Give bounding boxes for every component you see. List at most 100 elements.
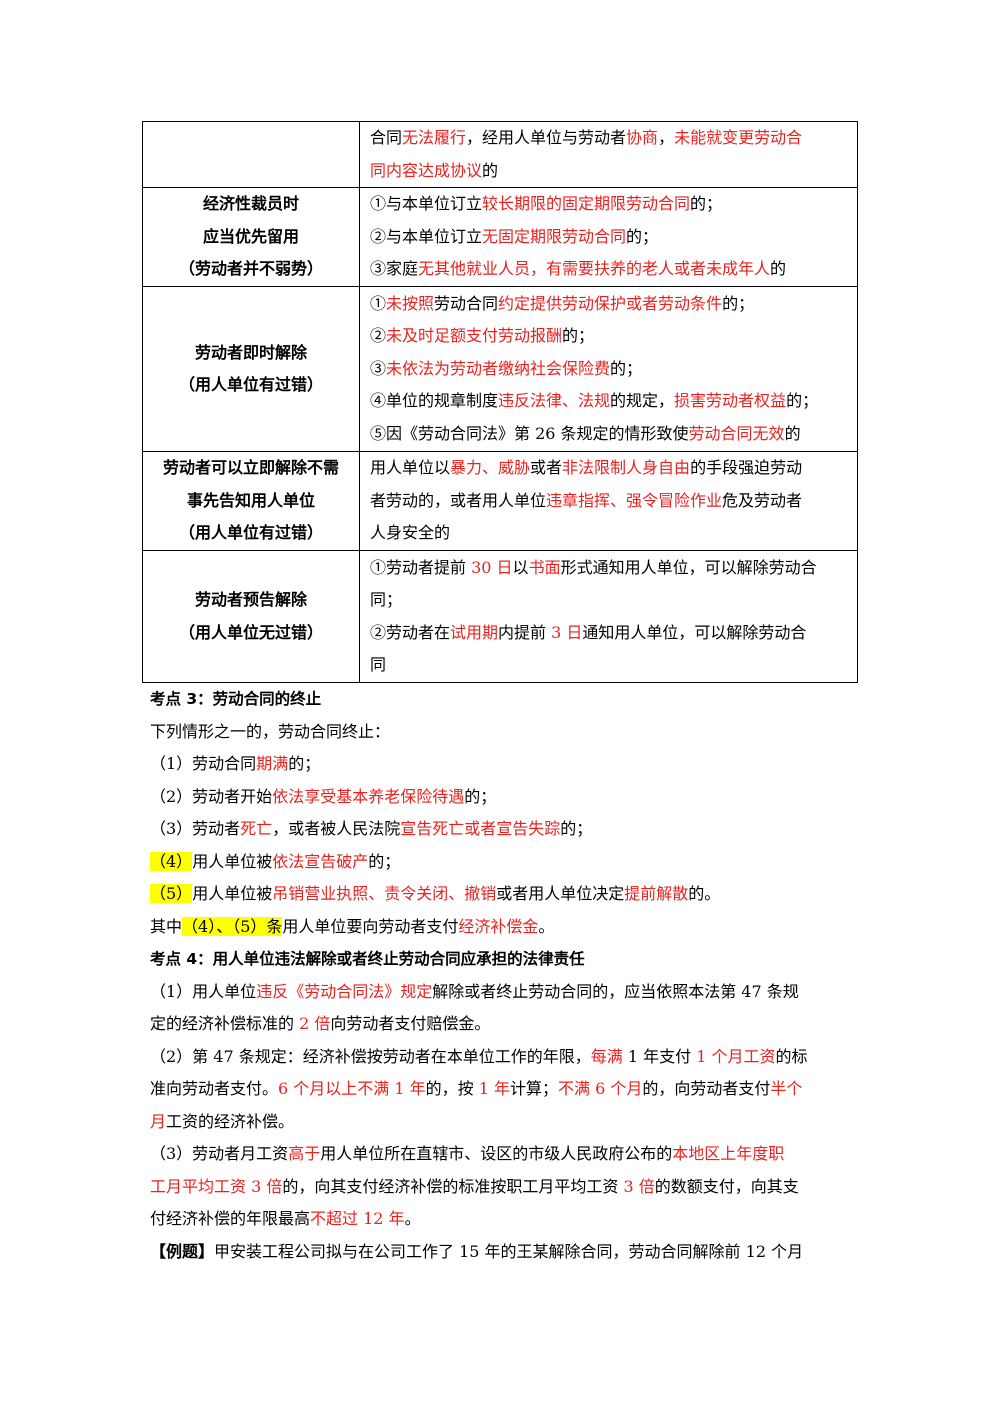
text-run: 准向劳动者支付。 [150,1079,279,1098]
table-row: 经济性裁员时应当优先留用（劳动者并不弱势）①与本单位订立较长期限的固定期限劳动合… [142,187,858,287]
text-run: 工资的经济补偿。 [166,1111,295,1131]
text-run: 的； [464,786,497,806]
red-emphasis-text: 未依法为劳动者缴纳社会保险费 [386,358,611,378]
red-emphasis-text: 违反《劳动合同法》规定 [256,981,433,1001]
red-emphasis-text: 依法享受基本养老保险待遇 [272,786,465,806]
text-run: 下列情形之一的，劳动合同终止： [150,721,391,741]
row-content-cell: ①与本单位订立较长期限的固定期限劳动合同的；②与本单位订立无固定期限劳动合同的；… [359,187,858,287]
content-line: ⑤因《劳动合同法》第 26 条规定的情形致使劳动合同无效的 [370,418,849,451]
text-run: （3）劳动者月工资 [150,1144,289,1163]
text-run: 内提前 [498,622,552,642]
text-run: 【例题】 [150,1241,215,1261]
red-emphasis-text: 非法限制人身自由 [562,458,691,478]
text-run: 的； [288,754,321,773]
highlighted-text: （4） [150,851,193,871]
text-run: 用人单位被 [192,851,273,871]
text-run: 以 [512,557,529,577]
content-line: 者劳动的，或者用人单位违章指挥、强令冒险作业危及劳动者 [370,485,849,518]
text-run: 的； [560,819,593,838]
row-label-cell [142,121,360,188]
text-run: 定的经济补偿标准的 [150,1014,300,1033]
text-run: （1）劳动合同 [150,754,257,773]
red-emphasis-text: 3 日 [551,622,583,642]
red-emphasis-text: 损害劳动者权益 [674,391,787,411]
red-emphasis-text: 2 倍 [299,1014,331,1033]
red-emphasis-text: 半个 [770,1079,803,1098]
text-run: 的； [368,851,401,871]
text-run: ② [370,326,387,346]
red-emphasis-text: 违章指挥、强令冒险作业 [546,490,723,510]
red-emphasis-text: 协商 [626,128,659,147]
text-run: 的数额支付，向其支 [654,1176,799,1196]
body-paragraph-line: （2）第 47 条规定：经济补偿按劳动者在本单位工作的年限，每满 1 年支付 1… [150,1041,850,1074]
text-run: 。 [404,1209,421,1228]
content-line: ③家庭无其他就业人员，有需要扶养的老人或者未成年人的 [370,253,849,286]
red-emphasis-text: 无固定期限劳动合同 [482,226,627,246]
red-emphasis-text: 1 年 [478,1079,511,1098]
content-line: ②未及时足额支付劳动报酬的； [370,320,849,353]
body-paragraph-line: （3）劳动者月工资高于用人单位所在直辖市、设区的市级人民政府公布的本地区上年度职 [150,1138,850,1171]
section-heading: 考点 3：劳动合同的终止 [150,683,850,716]
text-run: 的，按 [425,1079,479,1098]
text-run: ②与本单位订立 [370,226,483,246]
red-emphasis-text: 提前解散 [624,884,689,903]
red-emphasis-text: 同内容达成协议 [370,160,483,180]
row-label-line: （用人单位有过错） [178,523,323,543]
body-paragraph-line: （4）用人单位被依法宣告破产的； [150,846,850,879]
row-content-cell: ①未按照劳动合同约定提供劳动保护或者劳动条件的；②未及时足额支付劳动报酬的；③未… [359,286,858,452]
body-paragraph-line: 准向劳动者支付。6 个月以上不满 1 年的，按 1 年计算；不满 6 个月的，向… [150,1073,850,1106]
text-run: 用人单位被 [192,884,273,903]
text-run: 付经济补偿的年限最高 [150,1209,311,1228]
row-content-cell: 用人单位以暴力、威胁或者非法限制人身自由的手段强迫劳动者劳动的，或者用人单位违章… [359,451,858,551]
red-emphasis-text: 书面 [528,557,561,577]
red-emphasis-text: 1 个月工资 [696,1046,776,1066]
text-run: （3）劳动者 [150,819,241,838]
content-line: ①与本单位订立较长期限的固定期限劳动合同的； [370,188,849,221]
text-run: 用人单位要向劳动者支付 [282,916,459,936]
row-label-cell: 劳动者预告解除（用人单位无过错） [142,550,360,683]
text-run: 的； [786,391,819,411]
highlighted-text: （5） [150,884,193,903]
red-emphasis-text: 未及时足额支付劳动报酬 [386,326,563,346]
text-run: （1）用人单位 [150,981,257,1001]
red-emphasis-text: 不满 6 个月 [558,1079,643,1098]
content-line: ③未依法为劳动者缴纳社会保险费的； [370,353,849,386]
content-line: ②与本单位订立无固定期限劳动合同的； [370,221,849,254]
red-emphasis-text: 宣告死亡或者宣告失踪 [400,819,561,838]
row-label-line: （用人单位无过错） [178,622,323,642]
red-emphasis-text: 3 倍 [623,1176,655,1196]
text-run: 的手段强迫劳动 [690,458,803,478]
red-emphasis-text: 经济补偿金 [458,916,539,936]
row-label-line: 经济性裁员时 [202,194,299,214]
highlighted-text: （4）、（5）条 [182,916,283,936]
body-paragraph-line: （2）劳动者开始依法享受基本养老保险待遇的； [150,781,850,814]
content-line: 同 [370,649,849,682]
text-run: 解除或者终止劳动合同的，应当依照本法第 47 条规 [432,981,799,1001]
row-label-line: 劳动者即时解除 [194,342,307,362]
body-paragraph-line: （1）用人单位违反《劳动合同法》规定解除或者终止劳动合同的，应当依照本法第 47… [150,976,850,1009]
body-paragraph-line: 定的经济补偿标准的 2 倍向劳动者支付赔偿金。 [150,1008,850,1041]
body-paragraph-line: 月工资的经济补偿。 [150,1106,850,1139]
red-emphasis-text: 每满 [590,1046,623,1066]
text-run: ⑤因《劳动合同法》第 26 条规定的情形致使 [370,423,689,443]
text-run: 的； [610,358,643,378]
text-run: 的； [562,326,595,346]
text-run: ，或者被人民法院 [272,819,401,838]
text-run: （2）劳动者开始 [150,786,273,806]
termination-rules-table: 合同无法履行，经用人单位与劳动者协商，未能就变更劳动合同内容达成协议的经济性裁员… [142,121,858,683]
body-paragraph-line: 工月平均工资 3 倍的，向其支付经济补偿的标准按职工月平均工资 3 倍的数额支付… [150,1171,850,1204]
text-run: （2）第 47 条规定：经济补偿按劳动者在本单位工作的年限， [150,1046,591,1066]
red-emphasis-text: 劳动合同无效 [688,423,785,443]
content-line: 人身安全的 [370,517,849,550]
text-run: 甲安装工程公司拟与在公司工作了 15 年的王某解除合同，劳动合同解除前 12 个… [214,1241,804,1261]
row-label-cell: 劳动者可以立即解除不需事先告知用人单位（用人单位有过错） [142,451,360,551]
row-content-cell: 合同无法履行，经用人单位与劳动者协商，未能就变更劳动合同内容达成协议的 [359,121,858,188]
text-run: 的 [482,160,499,180]
content-line: ①未按照劳动合同约定提供劳动保护或者劳动条件的； [370,288,849,321]
red-emphasis-text: 30 日 [471,557,513,577]
text-run: ④单位的规章制度 [370,391,499,411]
red-emphasis-text: 暴力、威胁 [450,458,531,478]
body-paragraph-line: 下列情形之一的，劳动合同终止： [150,716,850,749]
content-line: ④单位的规章制度违反法律、法规的规定，损害劳动者权益的； [370,385,849,418]
red-emphasis-text: 违反法律、法规 [498,391,611,411]
